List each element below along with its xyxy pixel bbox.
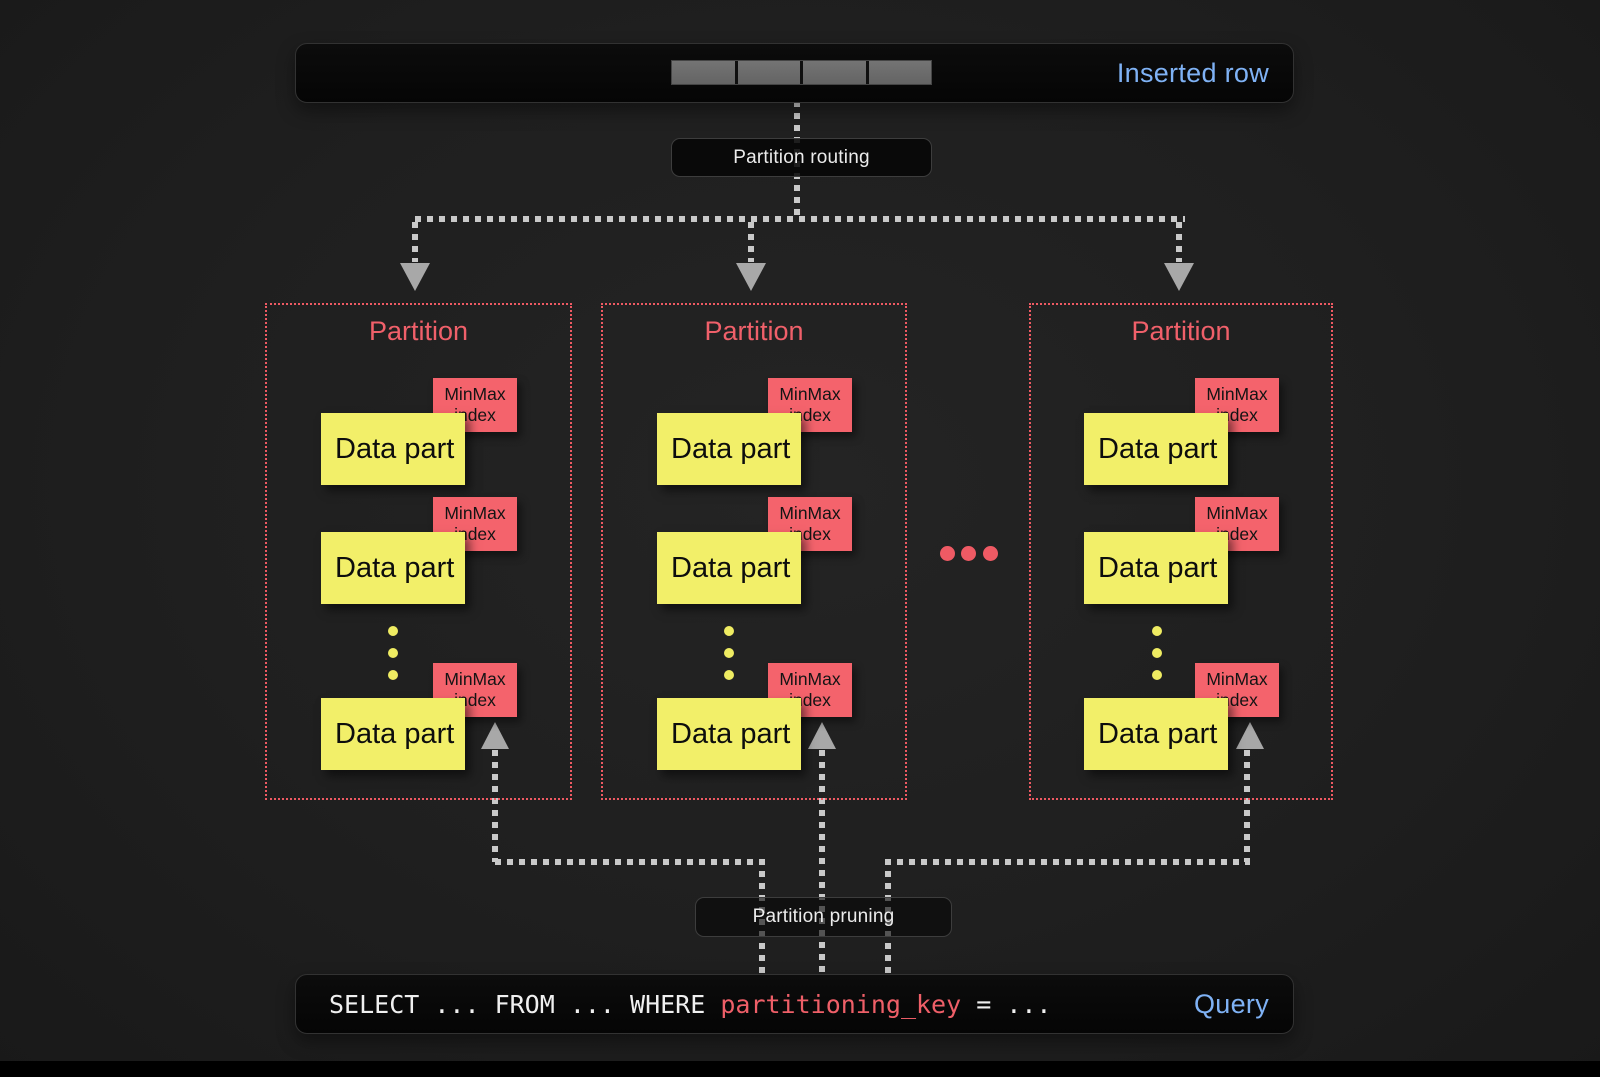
sql-pre: SELECT ... FROM ... WHERE: [329, 989, 721, 1019]
arrowhead-down-center: [736, 263, 766, 291]
inserted-row-cells: [671, 60, 932, 85]
more-parts-dot: [388, 648, 398, 658]
pruning-line-right-vertical: [1244, 750, 1250, 862]
partition-box-left: Partition: [265, 303, 572, 800]
row-cell: [868, 61, 931, 84]
data-part-box: Data part: [657, 413, 801, 485]
more-partitions-dot: [940, 546, 955, 561]
arrowhead-down-left: [400, 263, 430, 291]
partition-box-center: Partition: [601, 303, 907, 800]
sql-partitioning-key: partitioning_key: [720, 989, 962, 1019]
partition-box-right: Partition: [1029, 303, 1333, 800]
more-parts-dot: [724, 626, 734, 636]
partition-title: Partition: [1131, 316, 1231, 346]
data-part-box: Data part: [1084, 698, 1228, 770]
partition-routing-label: Partition routing: [671, 138, 932, 177]
screenshot-bottom-strip: [0, 1061, 1600, 1077]
row-cell: [737, 61, 800, 84]
query-caption: Query: [1193, 988, 1269, 1019]
data-part-box: Data part: [321, 413, 465, 485]
branch-line-left: [412, 222, 418, 262]
more-parts-dot: [1152, 626, 1162, 636]
inserted-row-bar: Inserted row: [295, 43, 1294, 103]
more-parts-dot: [1152, 670, 1162, 680]
row-cell: [672, 61, 735, 84]
arrowhead-down-right: [1164, 263, 1194, 291]
minmax-index-tag: MinMax index: [433, 497, 517, 551]
sql-post: = ...: [961, 989, 1052, 1019]
data-part-box: Data part: [321, 698, 465, 770]
query-sql-text: SELECT ... FROM ... WHERE partitioning_k…: [329, 975, 1051, 1033]
branch-line-center: [748, 222, 754, 262]
inserted-row-caption: Inserted row: [1116, 57, 1269, 88]
partition-title: Partition: [704, 316, 804, 346]
more-parts-dot: [724, 670, 734, 680]
arrowhead-up-right: [1236, 722, 1264, 749]
more-partitions-dot: [983, 546, 998, 561]
more-partitions-dot: [961, 546, 976, 561]
data-part-box: Data part: [1084, 413, 1228, 485]
pruning-line-center-vertical: [819, 750, 825, 974]
more-parts-dot: [388, 626, 398, 636]
data-part-box: Data part: [657, 698, 801, 770]
row-cell: [803, 61, 866, 84]
arrowhead-up-center: [808, 722, 836, 749]
query-bar: SELECT ... FROM ... WHERE partitioning_k…: [295, 974, 1294, 1034]
data-part-box: Data part: [657, 532, 801, 604]
partition-title: Partition: [368, 316, 469, 346]
pruning-line-left-vertical: [492, 750, 498, 862]
more-parts-dot: [388, 670, 398, 680]
routing-line-horizontal: [415, 216, 1185, 222]
more-parts-dot: [1152, 648, 1162, 658]
pruning-line-left-horizontal: [495, 859, 768, 865]
data-part-box: Data part: [321, 532, 465, 604]
branch-line-right: [1176, 222, 1182, 262]
pruning-line-right-horizontal: [885, 859, 1250, 865]
data-part-box: Data part: [1084, 532, 1228, 604]
minmax-index-tag: MinMax index: [1195, 663, 1279, 717]
partition-pruning-label: Partition pruning: [695, 897, 952, 937]
more-parts-dot: [724, 648, 734, 658]
minmax-index-tag: MinMax index: [1195, 378, 1279, 432]
arrowhead-up-left: [481, 722, 509, 749]
